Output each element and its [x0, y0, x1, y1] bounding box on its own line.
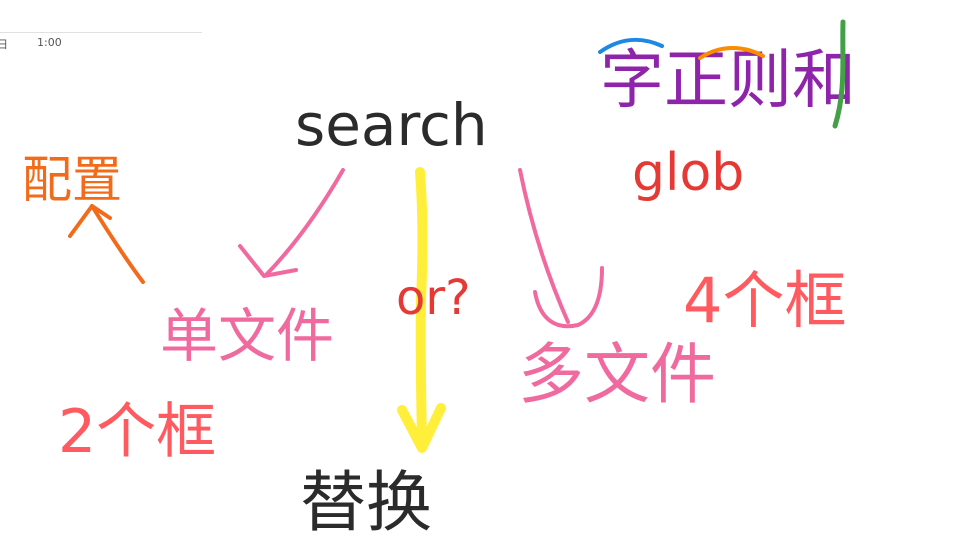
left-bottom-two-boxes: 2个框: [58, 397, 216, 467]
question-or: or?: [396, 270, 471, 326]
note-header-divider: [0, 0, 202, 33]
top-right-line-2: glob: [632, 143, 744, 203]
left-mid-single-file: 单文件: [160, 302, 334, 370]
down-left-arrow-icon: [238, 168, 345, 278]
note-date: 日: [0, 38, 8, 51]
multicolor-stroke-accent-2: [598, 37, 664, 54]
down-right-arrow-icon: [518, 168, 604, 329]
multicolor-stroke-accent-3: [698, 46, 765, 60]
note-time: 1:00: [37, 36, 62, 49]
down-arrow-icon: [397, 167, 446, 453]
right-mid-multi-file: 多文件: [518, 336, 716, 413]
multicolor-stroke-accent: [832, 19, 846, 129]
center-word-search: search: [295, 91, 488, 159]
bottom-word-replace: 替换: [300, 464, 432, 541]
left-top-config: 配置: [22, 151, 122, 209]
right-top-four-boxes: 4个框: [683, 264, 846, 337]
top-right-line-1: 字正则和: [600, 44, 856, 118]
up-arrow-icon: [68, 204, 145, 284]
top-right-multicolor-note: 字正则和 glob: [600, 44, 856, 203]
